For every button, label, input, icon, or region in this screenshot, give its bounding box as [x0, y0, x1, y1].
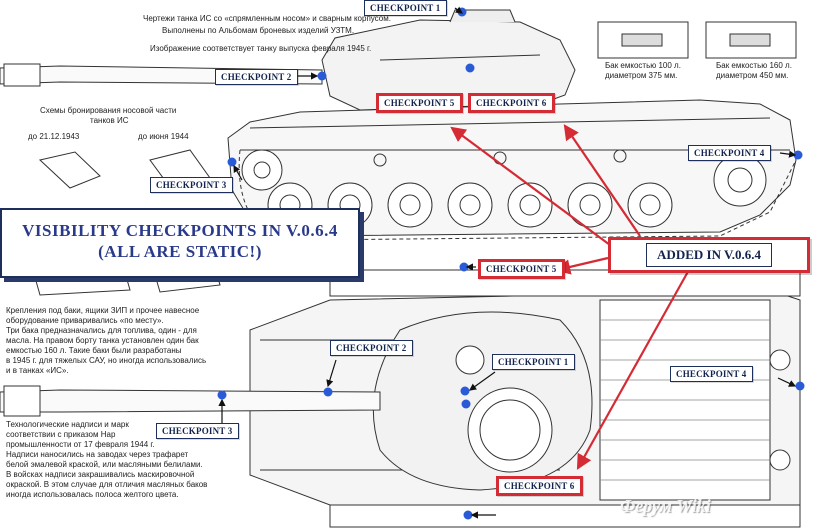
added-in-version-box: ADDED IN V.0.6.4: [608, 237, 810, 273]
top-checkpoint-4-label: CHECKPOINT 4: [670, 366, 753, 382]
note-header-2: Выполнены по Альбомам броневых изделий У…: [162, 26, 355, 35]
top-checkpoint-1-label: CHECKPOINT 1: [492, 354, 575, 370]
added-in-version-label: ADDED IN V.0.6.4: [646, 243, 772, 267]
side-checkpoint-2-label: CHECKPOINT 2: [215, 69, 298, 85]
top-checkpoint-3-label: CHECKPOINT 3: [156, 423, 239, 439]
top-checkpoint-5-label: CHECKPOINT 5: [478, 259, 565, 279]
note-armor-title-1: Схемы бронирования носовой части: [40, 106, 177, 115]
note-armor-date-1: до 21.12.1943: [28, 132, 80, 141]
side-checkpoint-6-label: CHECKPOINT 6: [468, 93, 555, 113]
note-tank160-1: Бак емкостью 160 л.: [716, 61, 792, 70]
title-line-1: VISIBILITY CHECKPOINTS IN V.0.6.4: [22, 221, 338, 240]
note-tank160-2: диаметром 450 мм.: [716, 71, 789, 80]
note-header-3: Изображение соответствует танку выпуска …: [150, 44, 372, 53]
top-checkpoint-6-label: CHECKPOINT 6: [496, 476, 583, 496]
note-tank100-1: Бак емкостью 100 л.: [605, 61, 681, 70]
note-tank100-2: диаметром 375 мм.: [605, 71, 678, 80]
top-checkpoint-2-label: CHECKPOINT 2: [330, 340, 413, 356]
title-line-2: (ALL ARE STATIC!): [98, 242, 262, 261]
title-box: VISIBILITY CHECKPOINTS IN V.0.6.4 (ALL A…: [0, 208, 360, 278]
note-armor-title-2: танков ИС: [90, 116, 129, 125]
note-armor-date-2: до июня 1944: [138, 132, 189, 141]
side-checkpoint-5-label: CHECKPOINT 5: [376, 93, 463, 113]
side-checkpoint-3-label: CHECKPOINT 3: [150, 177, 233, 193]
side-checkpoint-4-label: CHECKPOINT 4: [688, 145, 771, 161]
note-header-1: Чертежи танка ИС со «спрямленным носом» …: [143, 14, 391, 23]
watermark: Ферум Wiki: [620, 496, 711, 516]
note-mounting: Крепления под баки, ящики ЗИП и прочее н…: [6, 306, 207, 375]
side-checkpoint-1-label: CHECKPOINT 1: [364, 0, 447, 16]
note-technological: Технологические надписи и марк соответст…: [6, 420, 208, 499]
